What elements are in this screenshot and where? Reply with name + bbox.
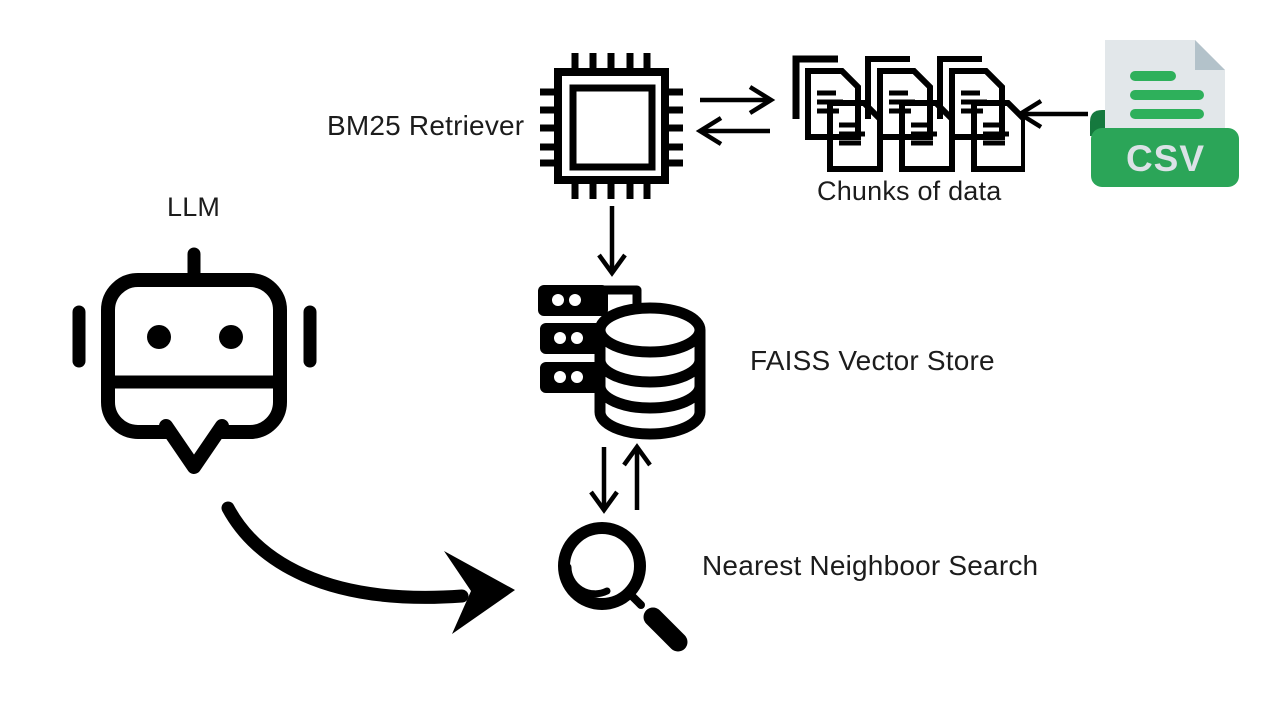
doc-group-2 [865, 56, 955, 172]
bm25-retriever-label: BM25 Retriever [327, 110, 525, 141]
robot-eye-right [219, 325, 243, 349]
database-cylinder [594, 302, 706, 440]
server-rack [538, 285, 642, 393]
magnifier-handle [643, 607, 688, 652]
arrow-csv-to-chunks [1015, 99, 1088, 129]
magnifier-lens [558, 522, 646, 610]
arrow-search-to-faiss [622, 443, 652, 510]
chip-icon [540, 45, 685, 205]
chunks-of-data-label: Chunks of data [817, 176, 1002, 206]
magnifier-neck [628, 592, 645, 609]
csv-text-lines [1130, 71, 1204, 119]
csv-badge-label: CSV [1125, 138, 1206, 179]
arrow-chunks-to-bm25 [695, 116, 770, 146]
faiss-vector-store-label: FAISS Vector Store [750, 345, 995, 376]
arrow-bm25-to-chunks [700, 85, 776, 115]
robot-eye-left [147, 325, 171, 349]
doc-group-3 [937, 56, 1025, 172]
csv-banner [1091, 128, 1239, 187]
database-server-icon [530, 278, 715, 443]
magnifier-glare [564, 563, 611, 598]
csv-file-icon [1088, 36, 1242, 192]
magnifier-icon [545, 515, 695, 660]
arrow-llm-to-search [221, 501, 515, 634]
nearest-neighbor-search-label: Nearest Neighboor Search [702, 550, 1039, 581]
robot-icon [65, 240, 325, 475]
llm-label: LLM [167, 192, 221, 222]
robot-tail [159, 419, 229, 474]
arrow-bm25-to-faiss [597, 206, 627, 277]
doc-group-1 [792, 55, 883, 172]
document-stack-icon [790, 55, 1025, 183]
arrow-faiss-to-search [589, 447, 619, 514]
csv-paper-corner [1195, 40, 1225, 70]
